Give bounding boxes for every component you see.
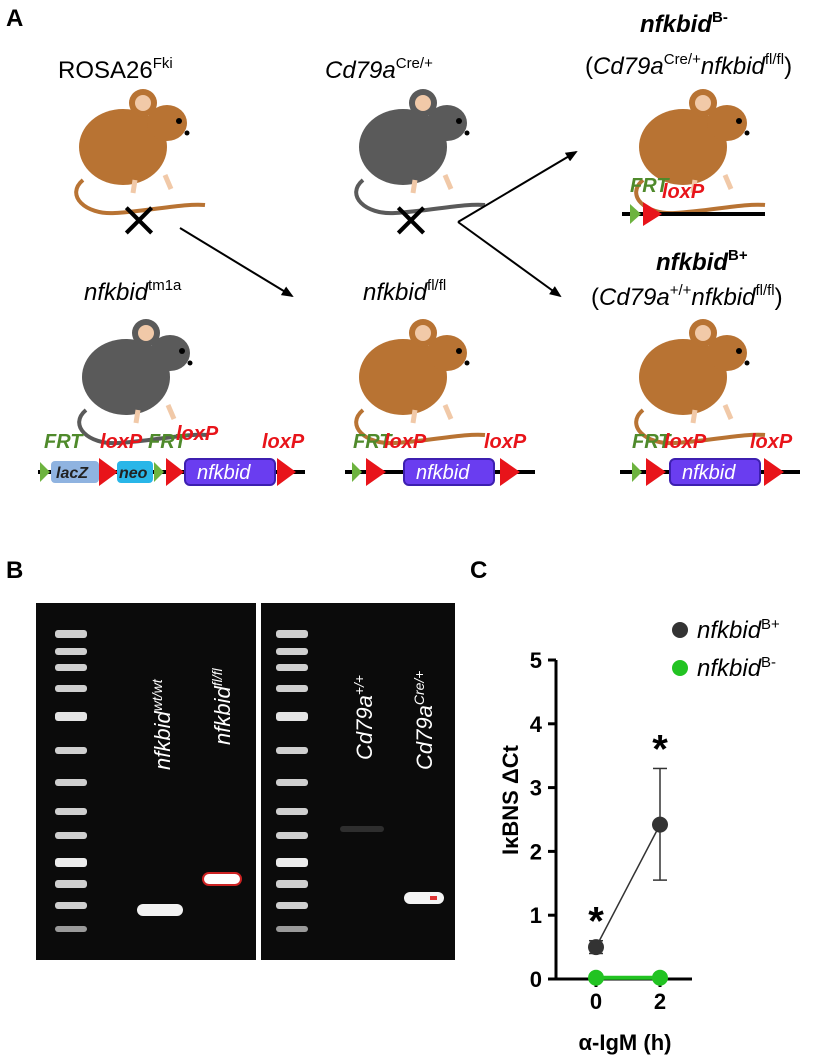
band-cre (404, 892, 444, 904)
svg-text:loxP: loxP (262, 431, 305, 453)
lane-label-cd79a-wt: Cd79a+/+ (351, 675, 377, 760)
chart-plot: IκBNS ΔCt α-IgM (h) 0 1 2 3 4 5 0 2 * * nfkbidB+… (498, 616, 780, 1055)
band-flfl (202, 872, 242, 886)
lacz-box (51, 461, 99, 483)
x-tick-label: 0 (590, 989, 602, 1014)
gene-label: nfkbid (197, 462, 251, 484)
svg-text:nfkbid: nfkbid (682, 462, 736, 484)
svg-text:nfkbid: nfkbid (416, 462, 470, 484)
svg-text:loxP: loxP (100, 431, 143, 453)
loxp-site (643, 202, 662, 226)
lane-label-wt: nfkbidwt/wt (149, 678, 175, 770)
svg-text:FRT: FRT (148, 431, 188, 453)
chart-legend: nfkbidB+ nfkbidB- (672, 616, 780, 682)
lane-label-flfl: nfkbidfl/fl (209, 668, 235, 745)
y-tick-label: 1 (530, 903, 542, 928)
data-point (588, 939, 604, 956)
significance-annotation: * (652, 727, 668, 771)
legend-label-bminus: nfkbidB- (697, 654, 776, 682)
data-point (588, 969, 604, 986)
svg-text:loxP: loxP (384, 431, 427, 453)
y-axis-label: IκBNS ΔCt (498, 744, 523, 855)
y-tick-label: 4 (530, 712, 543, 737)
data-point (652, 969, 668, 986)
allele-bplus: nfkbid FRT loxP loxP (620, 431, 800, 486)
svg-text:FRT: FRT (632, 431, 672, 453)
panel-label-b: B (6, 557, 23, 584)
svg-text:loxP: loxP (664, 431, 707, 453)
neo-label: neo (119, 465, 148, 482)
svg-text:loxP: loxP (176, 423, 219, 445)
significance-annotation: * (588, 900, 604, 944)
lane-label-cd79a-cre: Cd79aCre/+ (411, 671, 437, 770)
y-tick-label: 5 (530, 648, 542, 673)
allele-bminus: FRT loxP (622, 175, 765, 226)
legend-marker-bplus (672, 622, 688, 638)
x-axis-label: α-IgM (h) (579, 1030, 672, 1055)
data-point (652, 816, 668, 833)
legend-label-bplus: nfkbidB+ (697, 616, 780, 644)
allele-tm1a: lacZ neo nfkbid FRT loxP FRT loxP loxP (38, 423, 305, 486)
svg-text:loxP: loxP (484, 431, 527, 453)
flfl-label: nfkbidfl/fl (363, 277, 446, 306)
lacz-label: lacZ (56, 465, 89, 482)
panel-label-a: A (6, 5, 23, 32)
legend-marker-bminus (672, 660, 688, 676)
gel-left: nfkbidwt/wt nfkbidfl/fl (36, 603, 256, 960)
tm1a-label: nfkbidtm1a (84, 277, 182, 306)
loxp-label: loxP (662, 181, 705, 203)
bminus-title: nfkbidB- (640, 9, 728, 38)
mouse-icon-flfl (356, 319, 485, 443)
svg-text:FRT: FRT (44, 431, 84, 453)
ladder-left (55, 630, 87, 932)
bplus-genotype: (Cd79a+/+nfkbidfl/fl) (591, 282, 783, 311)
frt-label: FRT (630, 175, 670, 197)
cross-symbol-middle: × (390, 190, 432, 248)
x-tick-label: 2 (654, 989, 666, 1014)
series-line-0 (595, 824, 661, 948)
arrow-to-bminus (457, 150, 578, 223)
ladder-right (276, 630, 308, 932)
cross-symbol-left: × (118, 190, 160, 248)
y-tick-label: 2 (530, 839, 542, 864)
bminus-genotype: (Cd79aCre/+nfkbidfl/fl) (585, 51, 792, 80)
mouse-icon-bplus (636, 319, 765, 443)
band-wt (137, 904, 183, 916)
rosa-label: ROSA26Fki (58, 55, 173, 84)
gel-right: Cd79a+/+ Cd79aCre/+ (261, 603, 455, 960)
y-tick-label: 3 (530, 776, 542, 801)
arrow-to-flfl (179, 227, 294, 298)
arrow-to-bplus (457, 221, 562, 298)
svg-text:FRT: FRT (353, 431, 393, 453)
neo-box (117, 461, 153, 483)
gene-box (184, 458, 276, 486)
panel-label-c: C (470, 557, 487, 584)
frt-site (630, 204, 641, 224)
allele-flfl: nfkbid FRT loxP loxP (345, 431, 535, 486)
svg-text:loxP: loxP (750, 431, 793, 453)
cd79a-parent-label: Cd79aCre/+ (325, 55, 433, 84)
y-tick-label: 0 (530, 967, 542, 992)
bplus-title: nfkbidB+ (656, 247, 748, 276)
